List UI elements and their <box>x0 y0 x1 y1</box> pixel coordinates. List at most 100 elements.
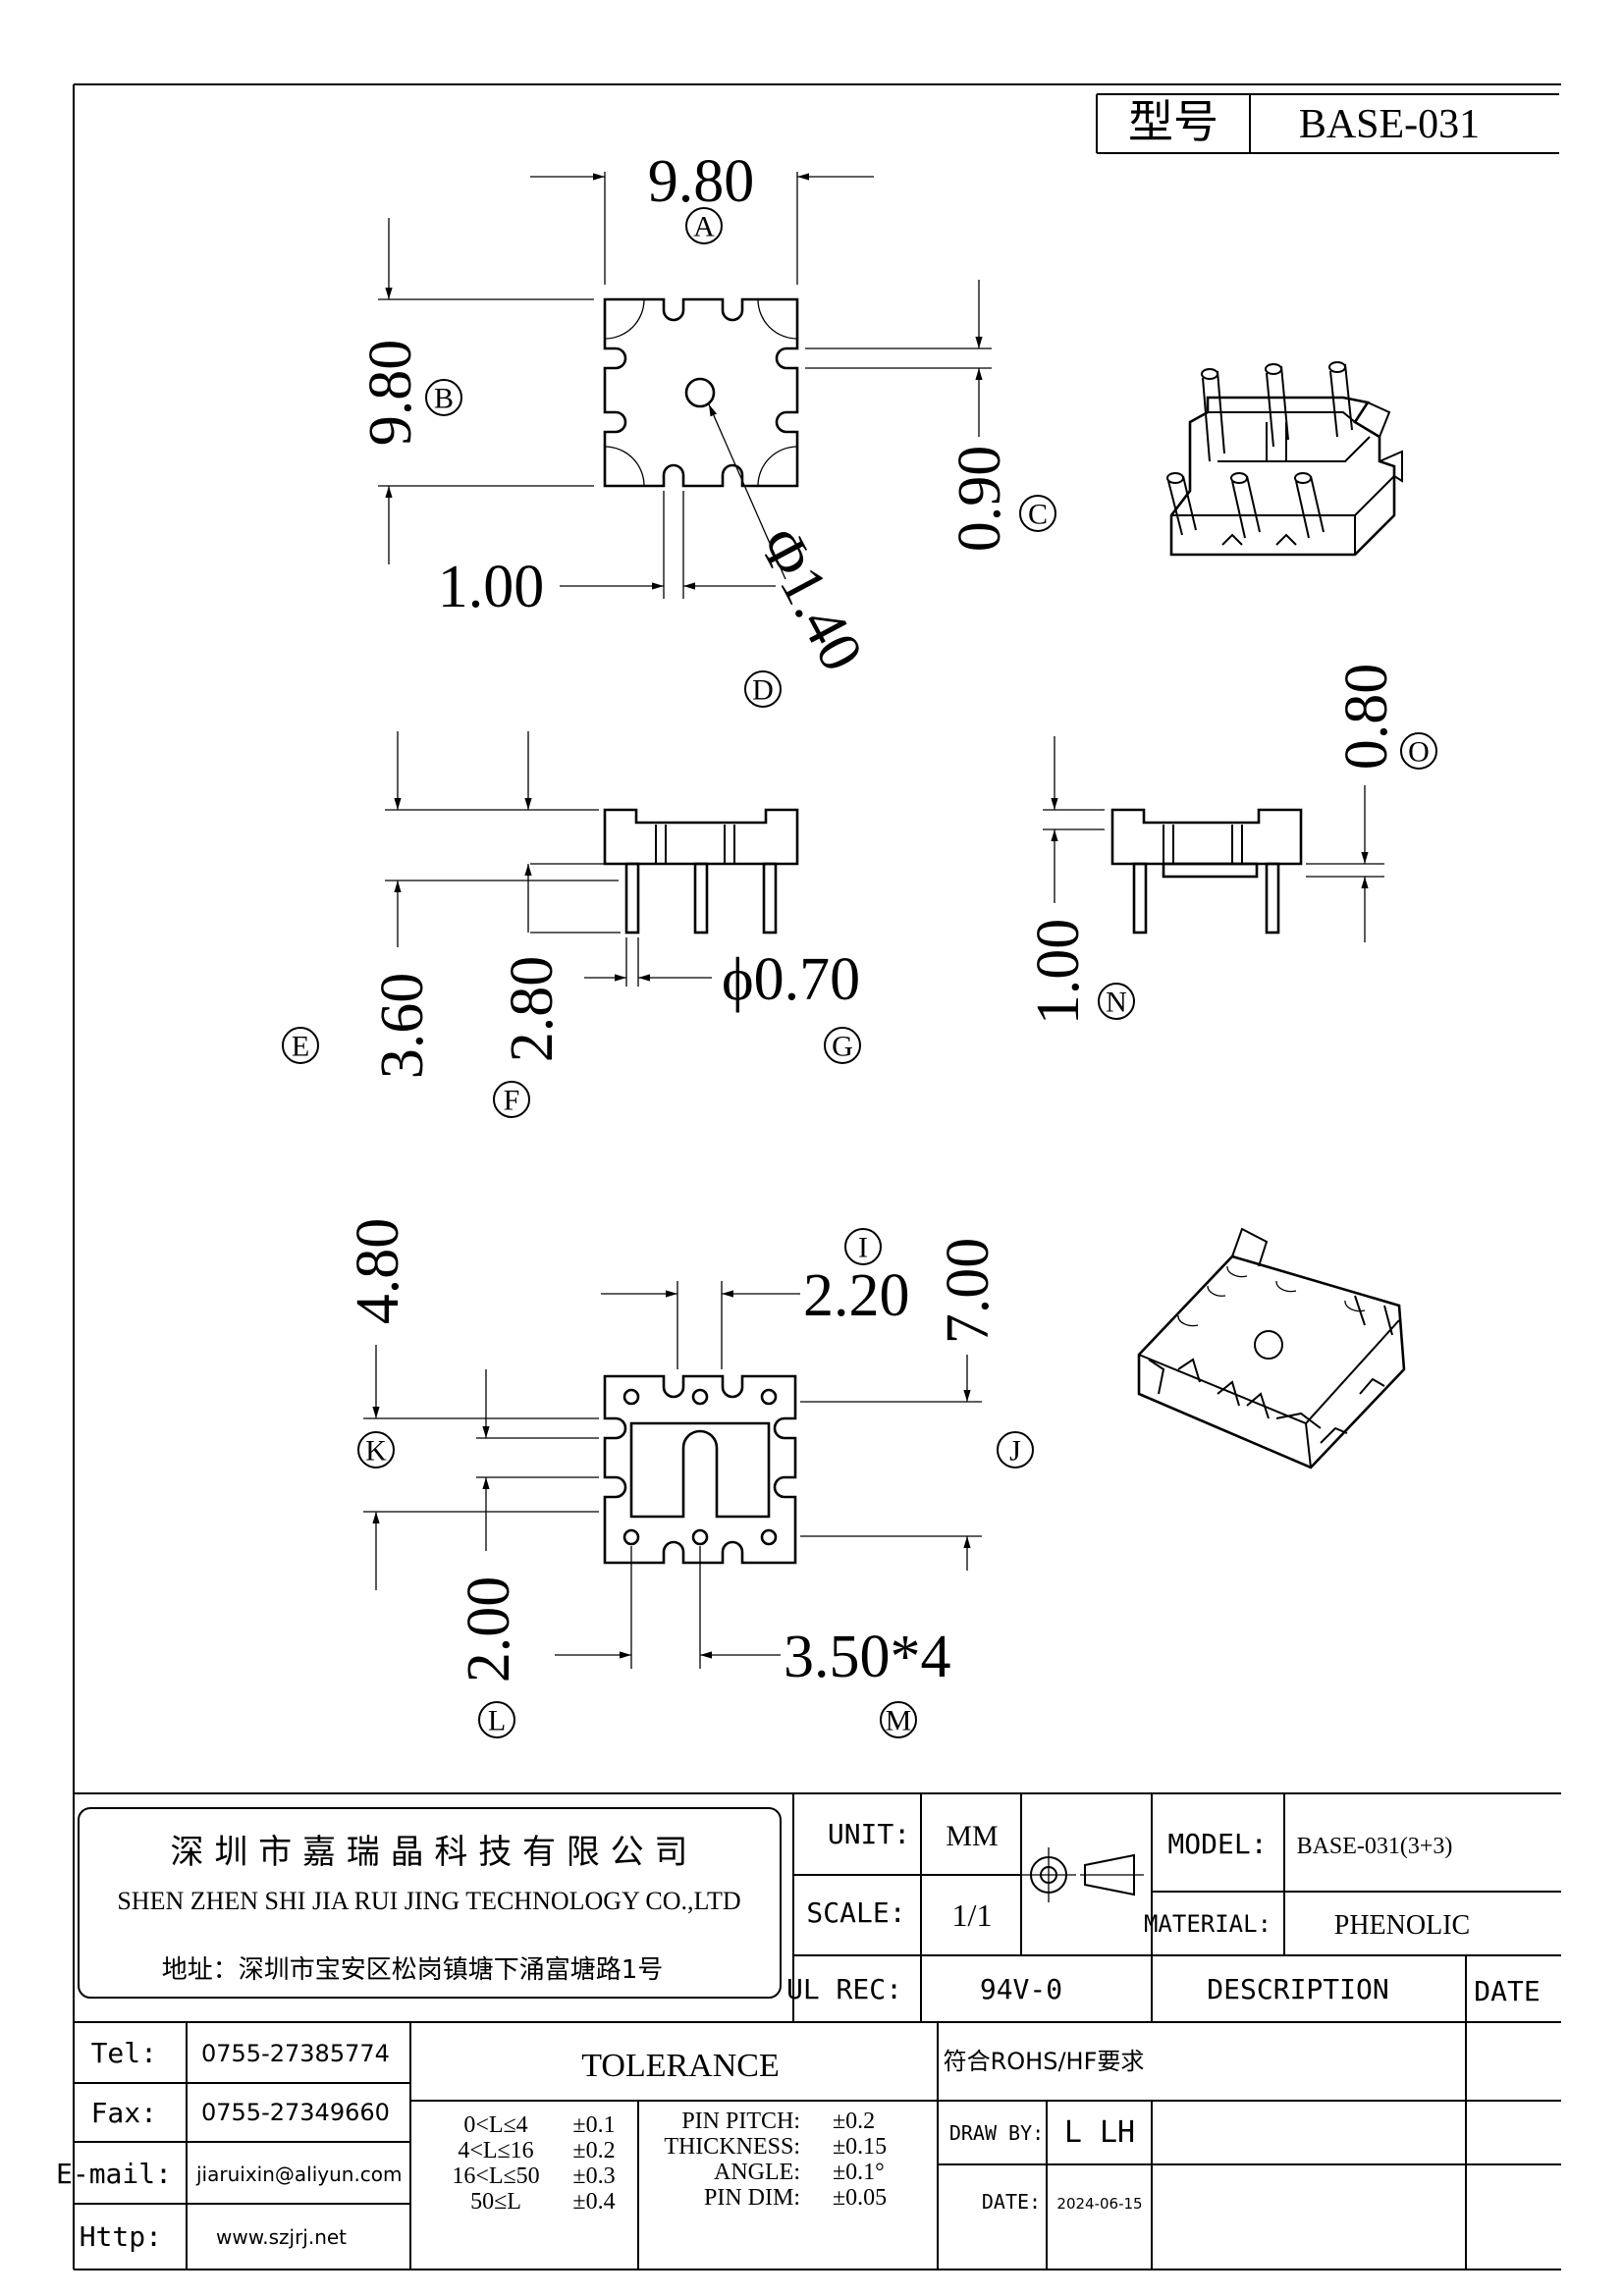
dim-N-value: 1.00 <box>1025 919 1092 1026</box>
dim-G-value: ϕ0.70 <box>722 946 860 1013</box>
callout-O: O <box>1400 732 1437 770</box>
tol-angle-value: ±0.1° <box>833 2160 885 2185</box>
unit-value: MM <box>946 1820 998 1852</box>
callout-E: E <box>282 1027 319 1064</box>
tol-range-3: 50≤L <box>470 2189 521 2215</box>
http-label: Http: <box>80 2220 162 2253</box>
svg-text:M: M <box>886 1705 912 1737</box>
dim-I-value: 2.20 <box>803 1262 910 1329</box>
svg-text:A: A <box>693 211 715 243</box>
draw-by-value: L LH <box>1064 2115 1135 2150</box>
tol-pin-dim-value: ±0.05 <box>833 2185 887 2211</box>
scale-value: 1/1 <box>952 1897 993 1933</box>
callout-C: C <box>1019 495 1056 532</box>
model-label: MODEL: <box>1167 1828 1267 1860</box>
material-label: MATERIAL: <box>1144 1910 1271 1938</box>
callout-B: B <box>425 379 462 416</box>
type-value: BASE-031 <box>1299 102 1480 147</box>
date-value: 2024-06-15 <box>1056 2195 1142 2213</box>
top-view: 9.80 A 9.80 B 0.90 C 1.00 Φ1.40 D <box>357 148 1056 708</box>
front-view: 3.60 E 2.80 F ϕ0.70 G <box>282 731 861 1118</box>
svg-text:D: D <box>752 674 774 707</box>
svg-text:I: I <box>858 1232 868 1264</box>
tel-label: Tel: <box>91 2037 157 2069</box>
material-value: PHENOLIC <box>1334 1910 1470 1941</box>
callout-J: J <box>997 1431 1034 1468</box>
dim-C-value: 0.90 <box>947 446 1013 553</box>
svg-text:K: K <box>365 1435 387 1468</box>
svg-text:J: J <box>1009 1435 1021 1468</box>
model-value: BASE-031(3+3) <box>1297 1834 1453 1859</box>
dim-B-value: 9.80 <box>357 340 424 447</box>
dim-O-value: 0.80 <box>1333 664 1400 771</box>
tolerance-title: TOLERANCE <box>581 2048 779 2084</box>
title-block: 深 圳 市 嘉 瑞 晶 科 技 有 限 公 司 SHEN ZHEN SHI JI… <box>56 1792 1561 2269</box>
dim-L-value: 2.00 <box>456 1576 522 1683</box>
dim-D-diameter: Φ1.40 <box>746 517 876 682</box>
company-cn: 深 圳 市 嘉 瑞 晶 科 技 有 限 公 司 <box>171 1833 688 1872</box>
company-address: 地址：深圳市宝安区松岗镇塘下涌富塘路1号 <box>162 1955 664 1985</box>
tol-pin-pitch-value: ±0.2 <box>833 2109 875 2134</box>
tol-range-1: 4<L≤16 <box>458 2138 533 2163</box>
ul-value: 94V-0 <box>980 1973 1062 2005</box>
unit-label: UNIT: <box>828 1818 910 1850</box>
tol-pin-dim-label: PIN DIM: <box>704 2185 800 2211</box>
svg-text:C: C <box>1028 499 1048 531</box>
svg-text:O: O <box>1408 736 1430 769</box>
svg-text:G: G <box>832 1031 853 1063</box>
tol-pin-pitch-label: PIN PITCH: <box>681 2109 800 2134</box>
svg-text:E: E <box>292 1031 309 1063</box>
tel-value: 0755-27385774 <box>201 2040 390 2067</box>
tol-thickness-label: THICKNESS: <box>664 2134 800 2160</box>
dim-F-value: 2.80 <box>499 956 566 1063</box>
svg-text:N: N <box>1106 987 1127 1019</box>
type-label: 型号 <box>1128 95 1218 148</box>
dim-K-value: 4.80 <box>345 1218 411 1325</box>
tol-range-0: 0<L≤4 <box>463 2112 527 2138</box>
tol-value-2: ±0.3 <box>572 2163 615 2189</box>
dim-M-value: 3.50*4 <box>784 1624 951 1690</box>
top-view-outline <box>603 297 799 488</box>
description-label: DESCRIPTION <box>1207 1973 1388 2005</box>
callout-F: F <box>493 1081 530 1118</box>
scale-label: SCALE: <box>806 1896 905 1929</box>
callout-L: L <box>478 1701 515 1738</box>
fax-label: Fax: <box>91 2097 157 2129</box>
fax-value: 0755-27349660 <box>201 2099 390 2126</box>
callout-K: K <box>357 1431 395 1468</box>
email-value: jiaruixin@aliyun.com <box>195 2163 403 2186</box>
callout-I: I <box>844 1228 882 1265</box>
date-label: DATE: <box>982 2190 1041 2214</box>
tol-range-2: 16<L≤50 <box>452 2163 539 2189</box>
type-box: 型号 BASE-031 <box>1096 93 1559 154</box>
dim-J-value: 7.00 <box>935 1238 1001 1345</box>
tol-value-0: ±0.1 <box>572 2112 615 2138</box>
tol-value-3: ±0.4 <box>572 2189 615 2215</box>
callout-A: A <box>685 207 723 244</box>
tol-angle-label: ANGLE: <box>714 2160 800 2185</box>
isometric-view-top <box>1166 361 1403 557</box>
side-view: 1.00 N 0.80 O <box>1025 664 1437 1026</box>
dim-E-value: 3.60 <box>369 973 436 1080</box>
rohs-note: 符合ROHS/HF要求 <box>944 2048 1145 2075</box>
svg-text:B: B <box>434 383 454 415</box>
email-label: E-mail: <box>56 2158 172 2190</box>
callout-G: G <box>824 1027 861 1064</box>
draw-by-label: DRAW BY: <box>949 2121 1044 2145</box>
callout-M: M <box>880 1701 917 1738</box>
company-en: SHEN ZHEN SHI JIA RUI JING TECHNOLOGY CO… <box>117 1887 740 1915</box>
svg-text:L: L <box>488 1705 506 1737</box>
projection-symbol-icon <box>1021 1847 1144 1902</box>
date-header: DATE <box>1474 1975 1540 2007</box>
svg-text:F: F <box>504 1085 520 1117</box>
isometric-view-bottom <box>1137 1227 1406 1469</box>
http-value: www.szjrj.net <box>216 2225 347 2249</box>
bottom-view: 2.20 I 7.00 J 4.80 K 2.00 L 3.50*4 M <box>345 1218 1034 1738</box>
callout-N: N <box>1098 983 1135 1020</box>
tol-thickness-value: ±0.15 <box>833 2134 887 2160</box>
sheet-frame <box>73 83 1561 2270</box>
tol-value-1: ±0.2 <box>572 2138 615 2163</box>
ul-label: UL REC: <box>786 1973 902 2005</box>
dim-D-value: 1.00 <box>438 554 545 620</box>
